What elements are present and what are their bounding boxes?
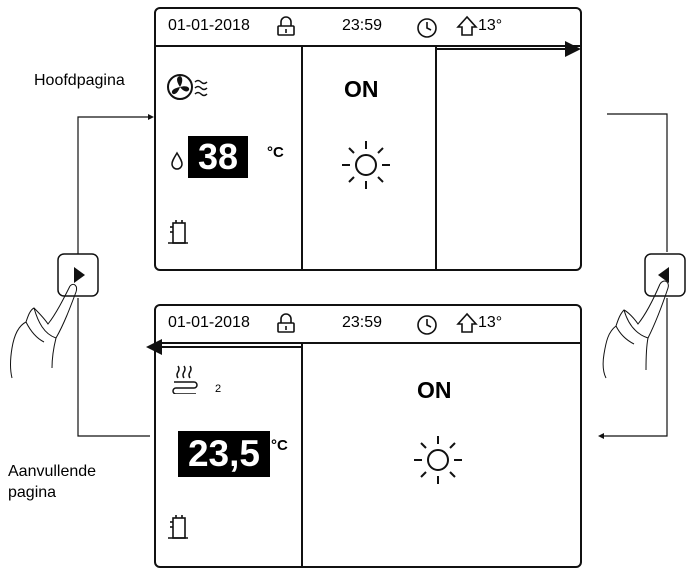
unit-text: °C	[267, 144, 284, 161]
water-drop-icon	[171, 151, 183, 170]
arrow-right-indicator	[435, 41, 581, 57]
divider	[301, 45, 303, 269]
play-left-icon	[658, 267, 669, 283]
floor-heating-icon	[172, 365, 198, 394]
hand-icon	[10, 283, 77, 379]
left-arrow-button[interactable]	[644, 253, 686, 297]
outdoor-temp-text: 13°	[478, 17, 503, 34]
sun-icon	[414, 436, 462, 484]
time-text: 23:59	[342, 17, 383, 34]
clock-icon	[417, 315, 437, 335]
tank-icon	[168, 515, 188, 539]
main-page-label: Hoofdpagina	[34, 72, 125, 89]
status-text: ON	[344, 76, 379, 102]
unit-text: °C	[271, 437, 288, 454]
fan-coil-icon	[167, 74, 208, 100]
home-icon	[456, 312, 478, 333]
tank-icon	[168, 220, 188, 244]
divider	[301, 342, 303, 566]
play-right-icon	[74, 267, 85, 283]
sun-icon	[342, 141, 390, 189]
lock-icon	[277, 313, 295, 333]
date-text: 01-01-2018	[168, 17, 250, 34]
hand-icon-right	[602, 280, 669, 379]
status-bar: 01-01-2018 23:59 13°	[156, 306, 580, 344]
lock-icon	[277, 16, 295, 36]
zone-temp-display: 23,5	[178, 431, 270, 477]
zone-index: 2	[215, 383, 222, 395]
time-text: 23:59	[342, 314, 383, 331]
divider	[435, 45, 437, 269]
water-temp-display: 38	[188, 136, 248, 178]
home-icon	[456, 15, 478, 36]
date-text: 01-01-2018	[168, 314, 250, 331]
status-bar: 01-01-2018 23:59 13°	[156, 9, 580, 47]
arrow-left-indicator	[146, 339, 302, 355]
right-arrow-button[interactable]	[57, 253, 99, 297]
outdoor-temp-text: 13°	[478, 314, 503, 331]
status-text: ON	[417, 377, 452, 403]
clock-icon	[417, 18, 437, 38]
main-page-panel: 01-01-2018 23:59 13°	[154, 7, 582, 271]
extra-page-label: Aanvullende pagina	[8, 463, 97, 501]
